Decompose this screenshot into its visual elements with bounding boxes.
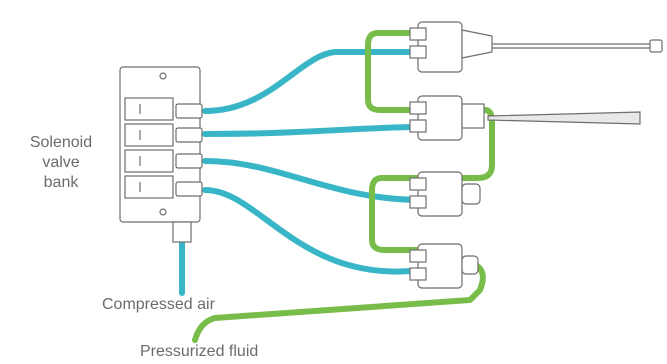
solenoid-valve-bank — [119, 66, 203, 243]
air-hose-1 — [202, 49, 425, 114]
air-hose-2 — [202, 124, 425, 137]
valve-bank-fittings — [172, 103, 203, 243]
compressed-air-label: Compressed air — [102, 296, 215, 313]
valve-bank-label-line-2: valve — [42, 154, 80, 171]
spray-valve-4 — [409, 243, 479, 289]
spray-valve-1 — [409, 21, 663, 73]
air-hose-4 — [202, 187, 425, 275]
valve-bank-segments — [124, 97, 174, 199]
valve-bank-label-line-3: bank — [43, 174, 79, 191]
pressurized-fluid-label: Pressurized fluid — [140, 343, 259, 360]
valve-bank-label: Solenoid valve bank — [18, 133, 104, 193]
air-hose-3 — [202, 158, 425, 203]
valve-bank-label-line-1: Solenoid — [29, 134, 93, 151]
fluid-hose-1 — [365, 30, 425, 113]
spray-valves — [409, 21, 663, 289]
air-line-group — [179, 49, 425, 296]
spray-valve-3 — [409, 171, 481, 217]
spray-valve-2 — [409, 95, 641, 141]
